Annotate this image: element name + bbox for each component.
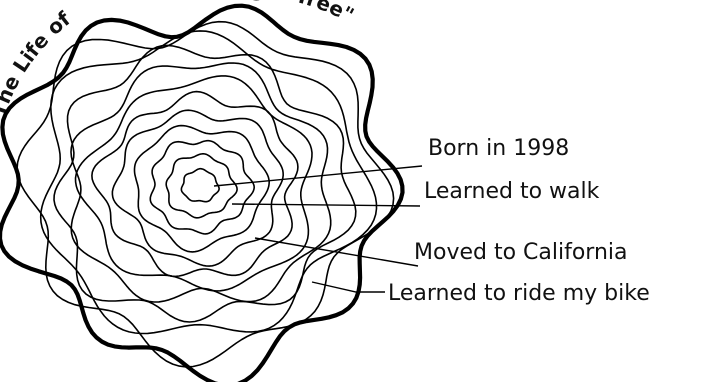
- leader-california: [255, 238, 418, 266]
- tree-ring: [181, 169, 219, 202]
- label-california: Moved to California: [414, 240, 628, 265]
- tree-rings: [0, 6, 403, 382]
- tree-ring: [41, 31, 377, 334]
- leader-born: [214, 166, 422, 186]
- tree-ring: [150, 141, 254, 234]
- title-left: The Life of: [0, 6, 75, 119]
- title-arc: The Life of ger Tree": [0, 0, 358, 120]
- label-walk: Learned to walk: [424, 179, 600, 204]
- label-bike: Learned to ride my bike: [388, 281, 650, 306]
- tree-ring: [166, 154, 237, 218]
- leader-bike: [312, 282, 385, 292]
- milestone-labels: Born in 1998 Learned to walk Moved to Ca…: [388, 136, 650, 306]
- leader-walk: [232, 204, 420, 206]
- label-born: Born in 1998: [428, 136, 569, 161]
- tree-ring: [54, 45, 356, 322]
